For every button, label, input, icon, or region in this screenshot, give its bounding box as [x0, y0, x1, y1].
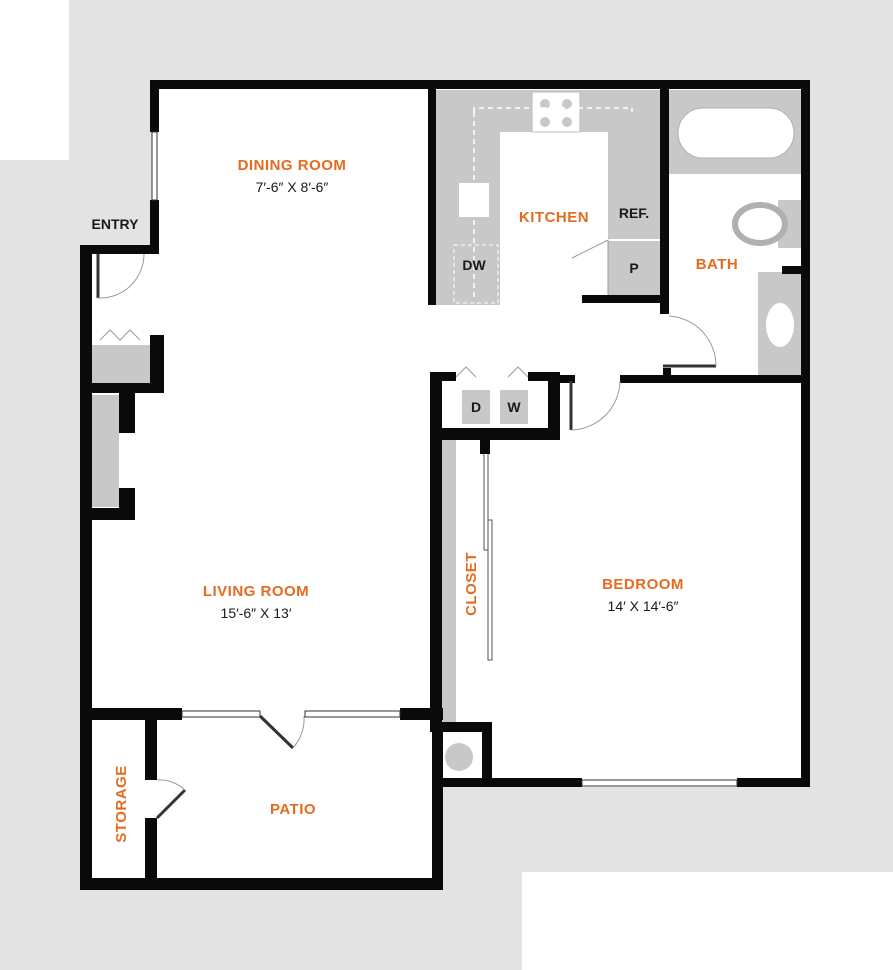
kitchen-counters	[436, 90, 660, 305]
dishwasher-label: DW	[462, 257, 486, 273]
living-room-size: 15′-6″ X 13′	[221, 605, 292, 621]
living-alcoves	[92, 329, 155, 507]
living-room-label: LIVING ROOM	[203, 583, 309, 600]
entry-label: ENTRY	[92, 216, 140, 232]
closet-fixtures	[442, 438, 493, 771]
pantry-label: P	[629, 260, 638, 276]
closet-label: CLOSET	[463, 552, 480, 616]
dining-room-label: DINING ROOM	[238, 157, 347, 174]
bedroom-label: BEDROOM	[602, 576, 684, 593]
door-swings	[96, 253, 717, 820]
storage-label: STORAGE	[113, 765, 130, 842]
washer-label: W	[507, 399, 521, 415]
kitchen-label: KITCHEN	[519, 209, 589, 226]
bedroom-size: 14′ X 14′-6″	[608, 598, 679, 614]
refrigerator-label: REF.	[619, 205, 649, 221]
patio-label: PATIO	[270, 801, 316, 818]
dryer-label: D	[471, 399, 481, 415]
bath-label: BATH	[696, 256, 739, 273]
dining-room-size: 7′-6″ X 8′-6″	[256, 179, 329, 195]
laundry-closet	[455, 366, 529, 424]
windows	[151, 131, 738, 787]
bath-fixtures	[669, 90, 801, 375]
walls	[80, 80, 810, 890]
